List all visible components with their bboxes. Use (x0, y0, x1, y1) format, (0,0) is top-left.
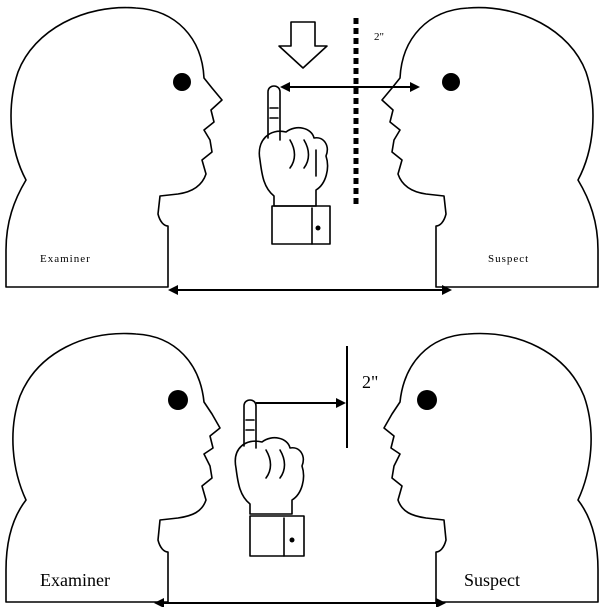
examiner-label-bottom: Examiner (40, 570, 110, 590)
distance-label-top: 2" (374, 31, 384, 43)
examiner-head-top (5, 6, 223, 288)
top-panel: 2" Examiner Suspect (5, 6, 599, 295)
distance-label-bottom: 2" (362, 372, 378, 392)
examiner-eye-top (173, 73, 191, 91)
suspect-eye-bottom (417, 390, 437, 410)
suspect-head-bottom (383, 332, 599, 603)
bottom-panel: 2" Examiner Suspect (5, 332, 599, 607)
suspect-eye-top (442, 73, 460, 91)
examiner-eye-bottom (168, 390, 188, 410)
suspect-head-top (381, 6, 599, 288)
suspect-label-top: Suspect (488, 253, 529, 265)
raised-finger-hand-icon-top (258, 85, 331, 245)
examiner-label-top: Examiner (40, 253, 91, 265)
raised-finger-hand-icon-bottom (234, 399, 305, 557)
examiner-head-bottom (5, 332, 221, 603)
suspect-label-bottom: Suspect (464, 570, 520, 590)
down-arrow-icon (278, 21, 328, 69)
